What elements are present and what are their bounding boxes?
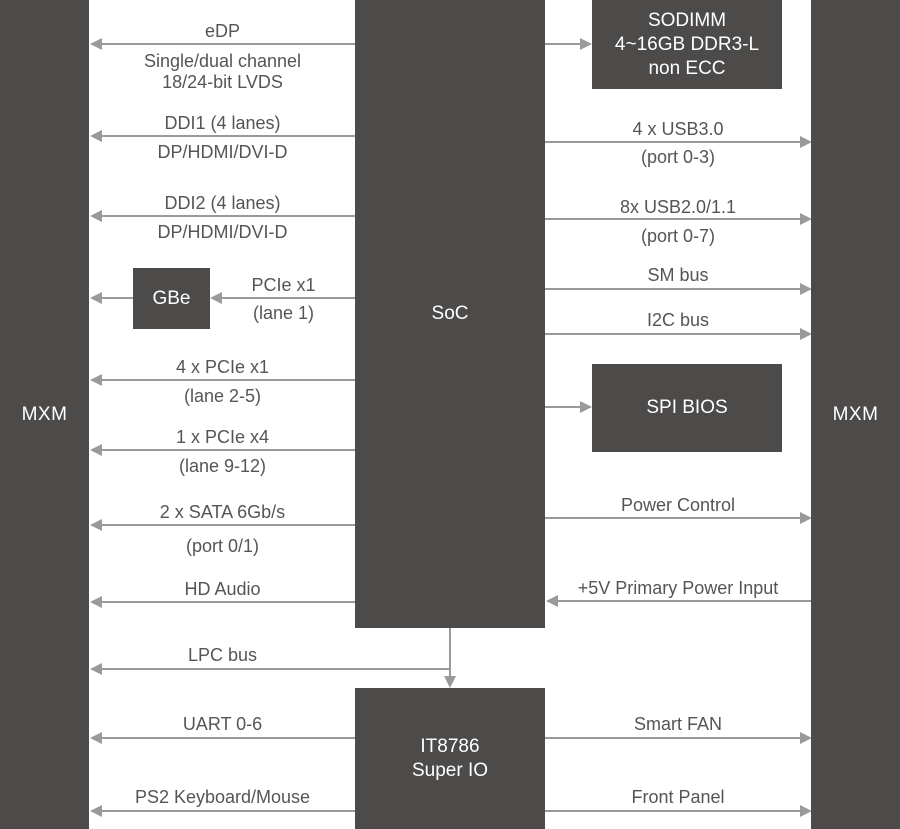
power-input-arrow xyxy=(546,595,812,607)
lpc-label: LPC bus xyxy=(187,645,258,665)
smbus-arrow xyxy=(545,283,812,295)
sata-label-1: 2 x SATA 6Gb/s xyxy=(159,502,286,522)
mxm-left-block: MXM xyxy=(0,0,89,829)
i2c-label: I2C bus xyxy=(646,310,710,330)
edp-label-1: eDP xyxy=(204,21,240,41)
pcie-gbe-label-2: (lane 1) xyxy=(252,303,315,323)
usb3-label-1: 4 x USB3.0 xyxy=(632,119,724,139)
ddi2-label-2: DP/HDMI/DVI-D xyxy=(157,222,288,242)
lpc-arrow xyxy=(90,663,450,675)
pcie4x1-label-1: 4 x PCIe x1 xyxy=(175,357,270,377)
sodimm-block: SODIMM 4~16GB DDR3-L non ECC xyxy=(592,0,782,89)
ddi1-label-2: DP/HDMI/DVI-D xyxy=(157,142,288,162)
i2c-arrow xyxy=(545,328,812,340)
pcie1x4-label-2: (lane 9-12) xyxy=(178,456,267,476)
spi-bios-block: SPI BIOS xyxy=(592,364,782,452)
superio-label: IT8786 Super IO xyxy=(411,735,489,781)
usb3-arrow xyxy=(545,136,812,148)
smbus-label: SM bus xyxy=(647,265,709,285)
hd-audio-arrow xyxy=(90,596,355,608)
power-input-label: +5V Primary Power Input xyxy=(577,578,779,598)
ps2-label: PS2 Keyboard/Mouse xyxy=(134,787,311,807)
ddi2-arrow xyxy=(90,210,355,222)
smart-fan-label: Smart FAN xyxy=(633,714,722,734)
hd-audio-label: HD Audio xyxy=(184,579,261,599)
spi-bios-arrow xyxy=(545,401,592,413)
smart-fan-arrow xyxy=(545,732,812,744)
soc-label: SoC xyxy=(431,303,469,324)
power-control-arrow xyxy=(545,512,812,524)
ddi1-label-1: DDI1 (4 lanes) xyxy=(164,113,281,133)
soc-block: SoC xyxy=(355,0,545,628)
edp-arrow xyxy=(90,38,355,50)
front-panel-arrow xyxy=(545,805,812,817)
mxm-left-label: MXM xyxy=(21,403,68,425)
usb2-label-2: (port 0-7) xyxy=(640,226,716,246)
sata-arrow xyxy=(90,519,355,531)
sodimm-arrow xyxy=(545,38,592,50)
pcie4x1-label-2: (lane 2-5) xyxy=(183,386,262,406)
front-panel-label: Front Panel xyxy=(631,787,725,807)
uart-label: UART 0-6 xyxy=(182,714,263,734)
mxm-right-label: MXM xyxy=(832,403,879,425)
ddi2-label-1: DDI2 (4 lanes) xyxy=(164,193,281,213)
usb2-label-1: 8x USB2.0/1.1 xyxy=(619,197,737,217)
pcie1x4-label-1: 1 x PCIe x4 xyxy=(175,427,270,447)
pcie1x4-arrow xyxy=(90,444,355,456)
power-control-label: Power Control xyxy=(620,495,736,515)
soc-superio-arrow xyxy=(444,628,456,688)
usb3-label-2: (port 0-3) xyxy=(640,147,716,167)
edp-label-2: Single/dual channel xyxy=(143,51,302,71)
gbe-mxm-arrow xyxy=(90,292,133,304)
pcie4x1-arrow xyxy=(90,374,355,386)
gbe-block: GBe xyxy=(133,268,210,329)
sata-label-2: (port 0/1) xyxy=(185,536,260,556)
sodimm-label: SODIMM 4~16GB DDR3-L non ECC xyxy=(614,9,760,79)
gbe-label: GBe xyxy=(152,287,191,309)
uart-arrow xyxy=(90,732,355,744)
ddi1-arrow xyxy=(90,130,355,142)
usb2-arrow xyxy=(545,213,812,225)
mxm-right-block: MXM xyxy=(811,0,900,829)
pcie-gbe-arrow xyxy=(210,292,355,304)
edp-label-3: 18/24-bit LVDS xyxy=(162,72,283,92)
spi-bios-label: SPI BIOS xyxy=(646,397,728,418)
ps2-arrow xyxy=(90,805,355,817)
superio-block: IT8786 Super IO xyxy=(355,688,545,829)
pcie-gbe-label-1: PCIe x1 xyxy=(251,275,316,295)
